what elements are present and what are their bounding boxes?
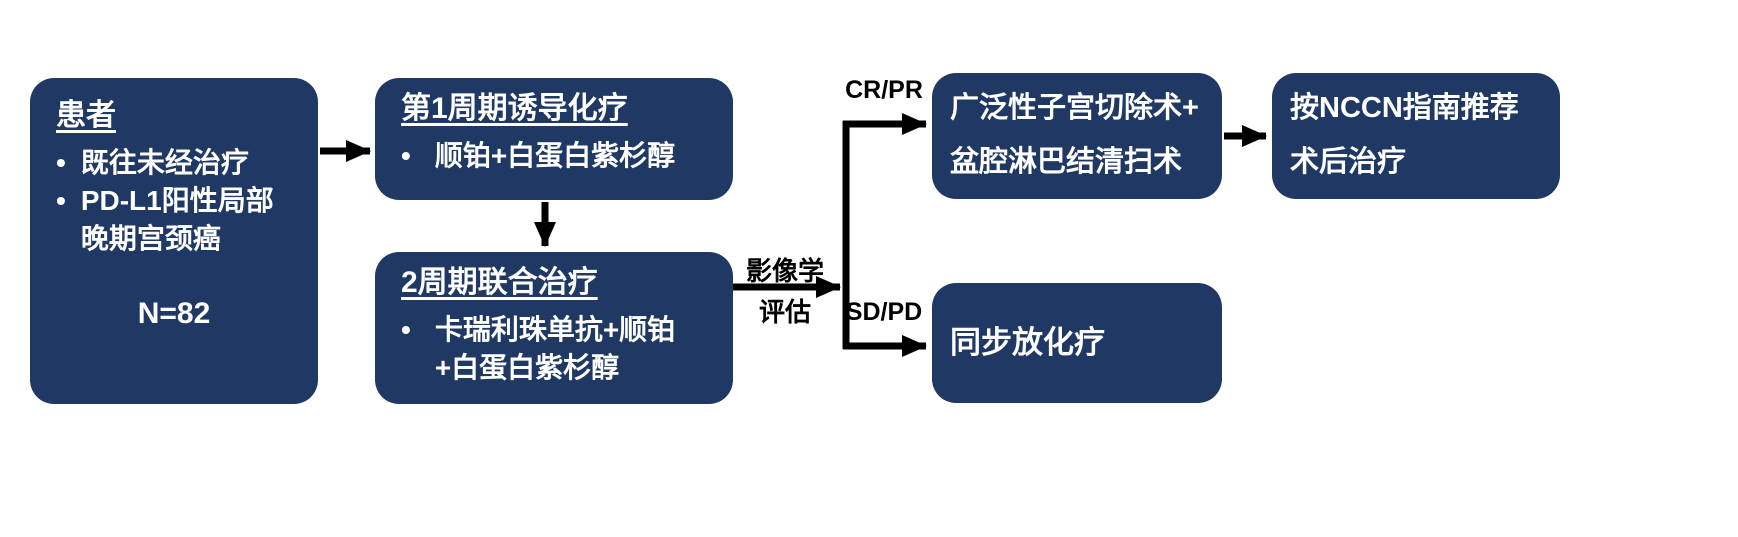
combination-therapy-bullet-text: 卡瑞利珠单抗+顺铂 +白蛋白紫杉醇 (435, 311, 675, 387)
patient-bullet-1: 既往未经治疗 (56, 144, 292, 182)
induction-chemo-bullet-text: 顺铂+白蛋白紫杉醇 (434, 140, 676, 171)
combination-therapy-bullet: 卡瑞利珠单抗+顺铂 +白蛋白紫杉醇 (401, 311, 707, 387)
patient-bullet-2-text: PD-L1阳性局部 晚期宫颈癌 (81, 182, 274, 258)
crpr-branch-label: CR/PR (845, 76, 923, 104)
concurrent-chemoradiotherapy-box: 同步放化疗 (932, 283, 1222, 403)
nccn-guideline-box: 按NCCN指南推荐 术后治疗 (1272, 73, 1560, 199)
induction-chemo-box: 第1周期诱导化疗 顺铂+白蛋白紫杉醇 (375, 78, 733, 200)
surgery-box-line1: 广泛性子宫切除术+ (950, 92, 1199, 125)
nccn-guideline-line2: 术后治疗 (1290, 146, 1407, 178)
combination-therapy-box: 2周期联合治疗 卡瑞利珠单抗+顺铂 +白蛋白紫杉醇 (375, 252, 733, 404)
patient-box: 患者 既往未经治疗 PD-L1阳性局部 晚期宫颈癌 N=82 (30, 78, 318, 404)
patient-bullet-2-line2: 晚期宫颈癌 (80, 222, 221, 254)
induction-chemo-title: 第1周期诱导化疗 (401, 92, 628, 125)
surgery-box: 广泛性子宫切除术+ 盆腔淋巴结清扫术 (932, 73, 1222, 199)
patient-bullet-2: PD-L1阳性局部 晚期宫颈癌 (56, 182, 292, 258)
combination-therapy-line2: +白蛋白紫杉醇 (434, 351, 620, 383)
induction-chemo-bullet: 顺铂+白蛋白紫杉醇 (401, 137, 707, 175)
patient-bullet-1-text: 既往未经治疗 (80, 147, 249, 178)
patient-count: N=82 (137, 297, 211, 331)
combination-therapy-line1: 卡瑞利珠单抗+顺铂 (434, 314, 676, 345)
concurrent-chemoradiotherapy-label: 同步放化疗 (950, 325, 1105, 361)
patient-bullet-2-line1: PD-L1阳性局部 (80, 184, 274, 216)
surgery-box-line2: 盆腔淋巴结清扫术 (950, 146, 1183, 178)
sdpd-branch-label: SD/PD (845, 298, 923, 326)
patient-box-title: 患者 (56, 99, 116, 132)
imaging-assessment-label-line1: 影像学 (745, 256, 824, 286)
imaging-assessment-label-line2: 评估 (758, 297, 811, 327)
combination-therapy-title: 2周期联合治疗 (401, 266, 598, 299)
nccn-guideline-line1: 按NCCN指南推荐 (1290, 92, 1519, 125)
